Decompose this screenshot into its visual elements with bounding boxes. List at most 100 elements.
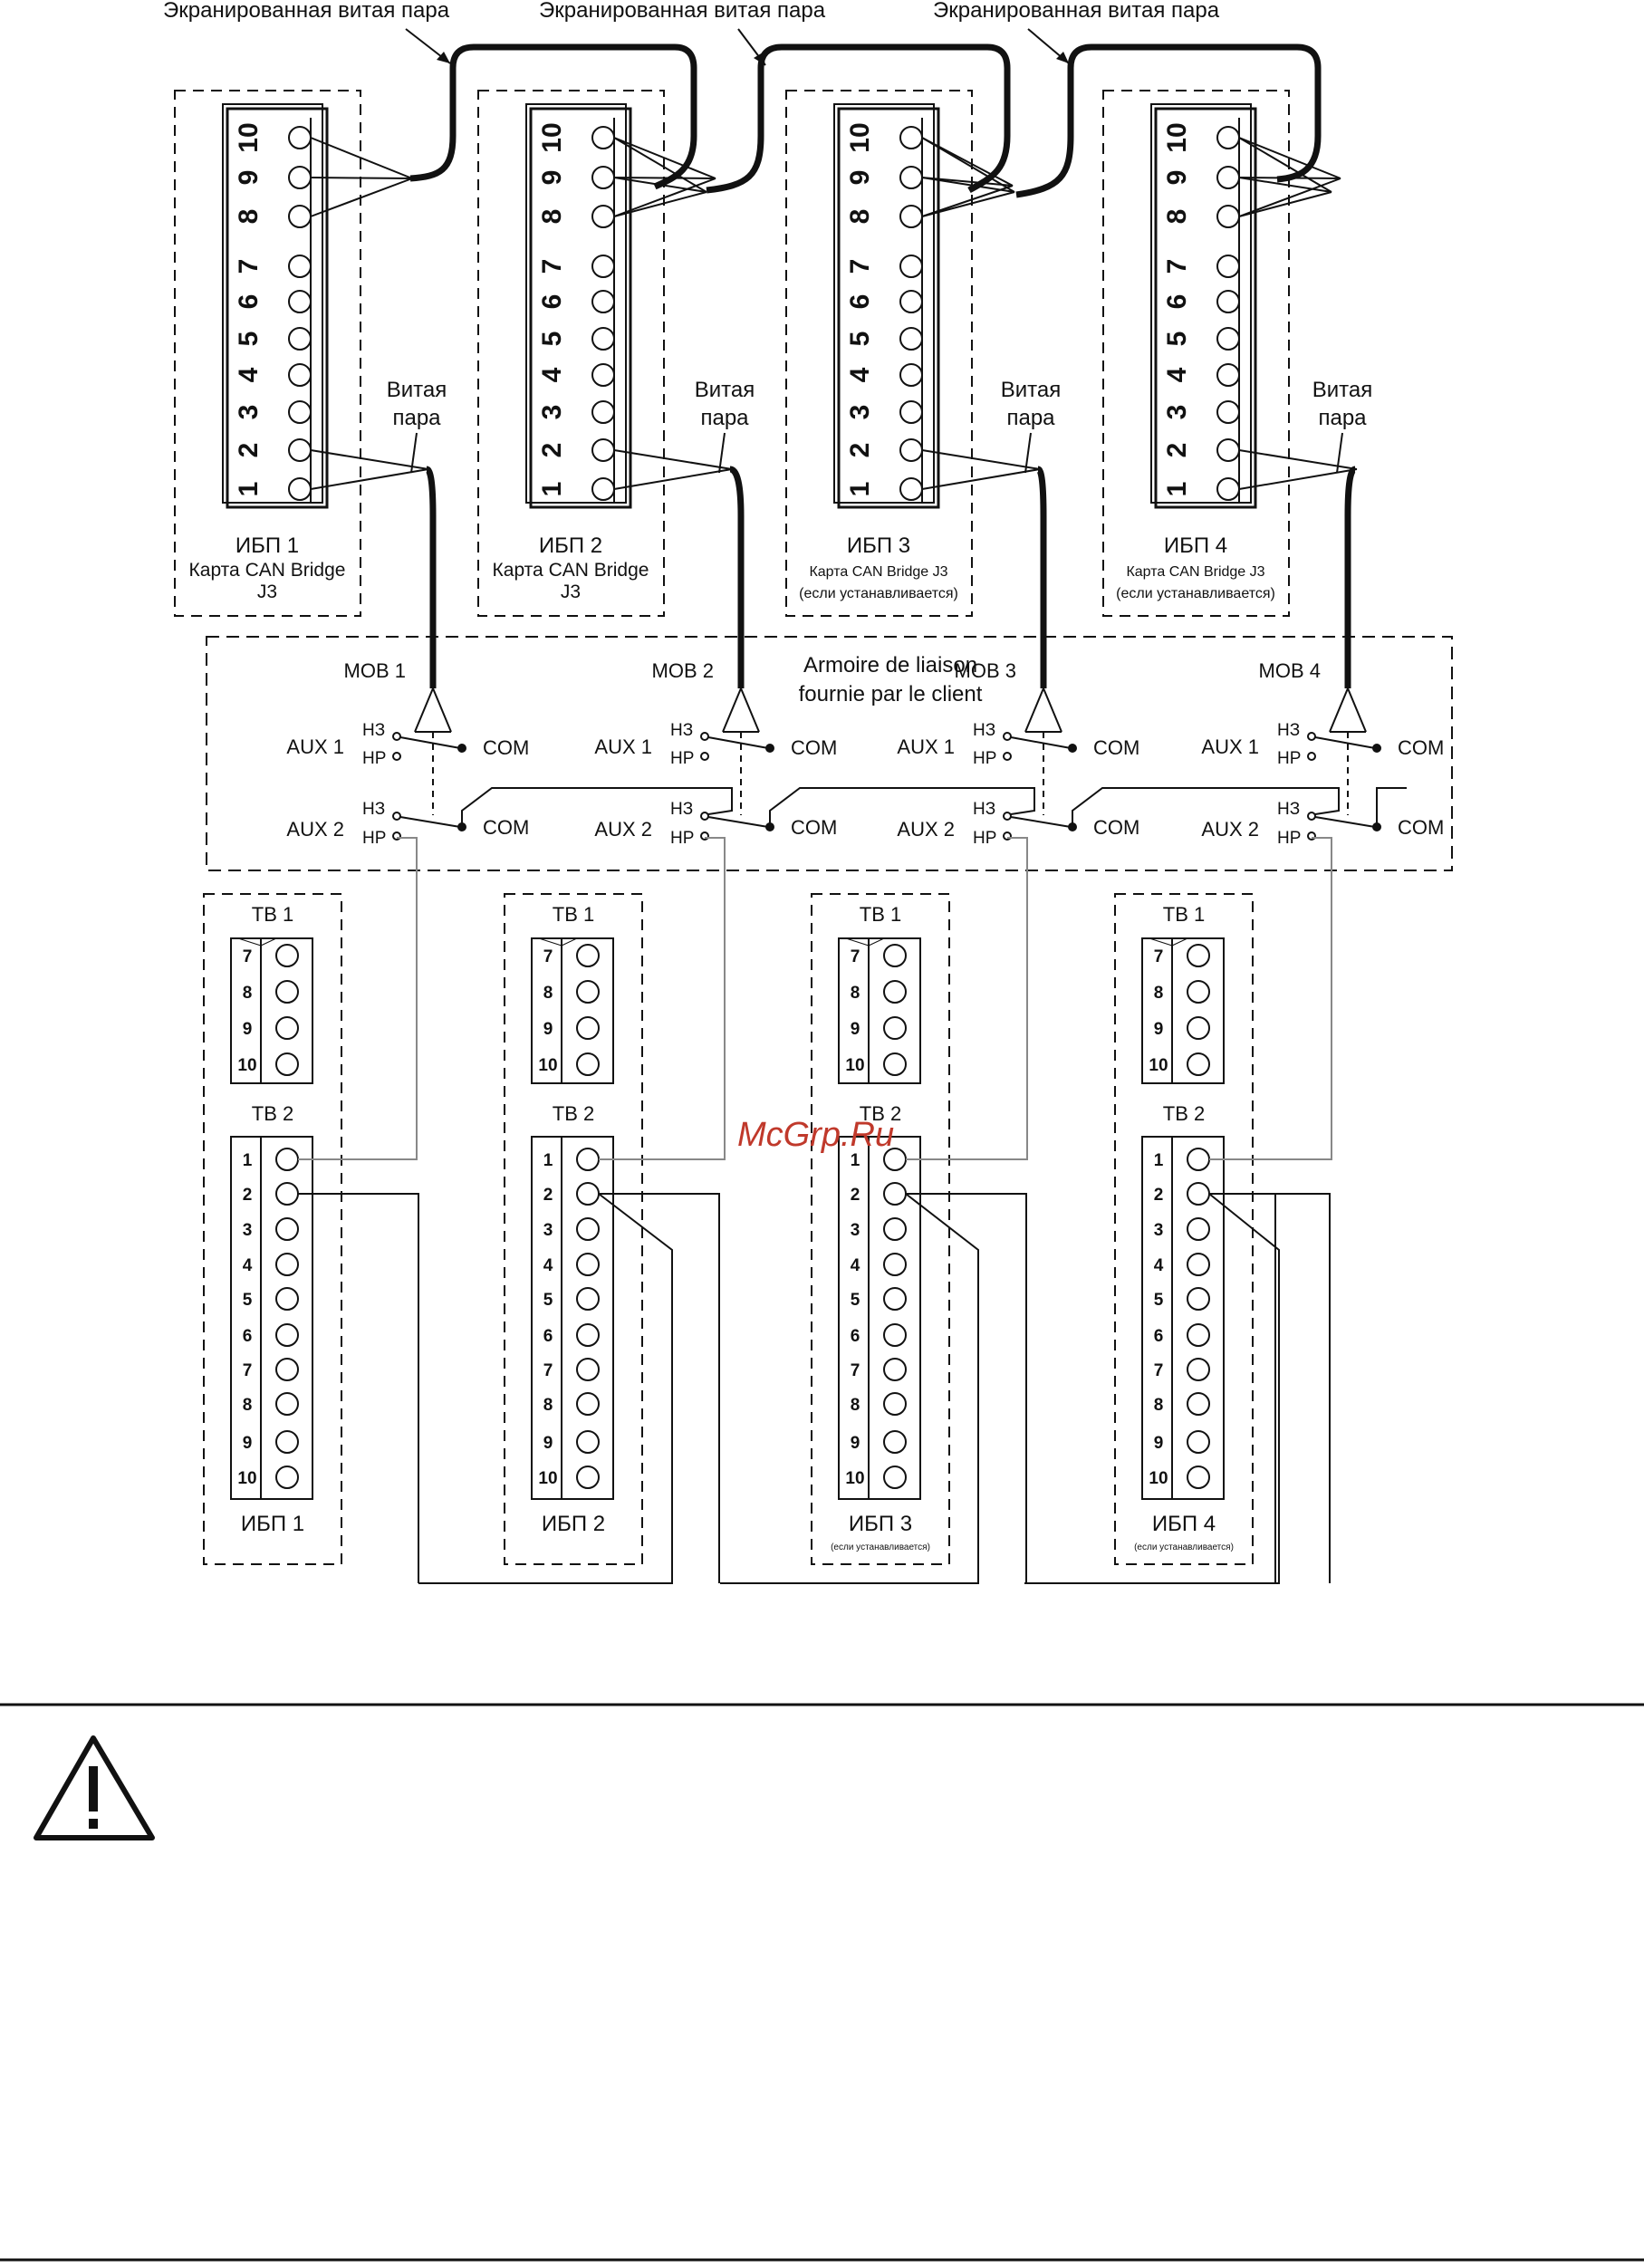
card-title: ИБП 1 (236, 533, 299, 558)
j3-pin-terminal (899, 126, 923, 149)
com-label: COM (1398, 736, 1444, 759)
tb2-pin-label: 1 (851, 1151, 860, 1170)
j3-pin-terminal (591, 400, 615, 424)
tb1-label: TB 1 (860, 903, 901, 926)
tb2-label: TB 2 (252, 1102, 293, 1125)
j3-pin-terminal (1216, 290, 1240, 313)
j3-pin-terminal (288, 166, 312, 189)
j3-pin-label: 5 (845, 332, 875, 347)
j3-pin-terminal (899, 166, 923, 189)
card-subtitle: Карта CAN Bridge (493, 560, 649, 581)
tb1-pin-label: 8 (851, 984, 860, 1003)
tb1-pin-label: 10 (237, 1056, 256, 1075)
j3-pin-label: 9 (845, 170, 875, 186)
card-subtitle: Карта CAN Bridge (189, 560, 346, 581)
tb1-pin-label: 7 (543, 947, 553, 966)
ups-terminal-label: ИБП 2 (542, 1512, 605, 1536)
j3-pin-terminal (288, 126, 312, 149)
j3-pin-label: 10 (1162, 122, 1192, 152)
ups-terminal-label: ИБП 3 (849, 1512, 912, 1536)
j3-pin-label: 4 (537, 367, 567, 382)
j3-pin-terminal (899, 400, 923, 424)
nc-label: НЗ (362, 721, 385, 740)
tb1-pin-label: 10 (1149, 1056, 1168, 1075)
tb2-pin-label: 8 (543, 1396, 553, 1415)
twisted-pair-label: Витая (695, 378, 755, 402)
no-label: НР (362, 829, 386, 848)
card-title: ИБП 3 (847, 533, 910, 558)
twisted-pair-label: Витая (387, 378, 447, 402)
shielded-pair-label-3: Экранированная витая пара (933, 0, 1220, 23)
no-label: НР (973, 749, 996, 768)
tb2-pin-label: 1 (1154, 1151, 1164, 1170)
tb2-pin-label: 2 (1154, 1186, 1164, 1205)
aux1-label: AUX 1 (1201, 735, 1259, 758)
tb2-pin-label: 9 (1154, 1434, 1164, 1453)
tb2-pin-label: 7 (1154, 1361, 1164, 1380)
aux2-label: AUX 2 (594, 818, 652, 841)
j3-pin-label: 7 (1162, 259, 1192, 274)
no-label: НР (1277, 829, 1301, 848)
tb2-pin-label: 3 (851, 1221, 860, 1240)
j3-pin-label: 9 (234, 170, 264, 186)
j3-pin-label: 3 (1162, 405, 1192, 420)
j3-pin-label: 7 (845, 259, 875, 274)
tb1-pin-label: 7 (851, 947, 860, 966)
tb2-pin-label: 9 (243, 1434, 253, 1453)
j3-pin-terminal (899, 327, 923, 351)
no-label: НР (1277, 749, 1301, 768)
nc-label: НЗ (670, 721, 693, 740)
j3-pin-terminal (1216, 363, 1240, 387)
j3-pin-label: 5 (234, 332, 264, 347)
j3-pin-terminal (1216, 400, 1240, 424)
card-subtitle-2: (если устанавливается) (799, 586, 958, 601)
tb2-label: TB 2 (553, 1102, 594, 1125)
tb1-pin-label: 9 (243, 1020, 253, 1039)
customer-cabinet: Armoire de liaison fournie par le client (206, 636, 1453, 871)
j3-pin-terminal (591, 327, 615, 351)
cabinet-title-line1: Armoire de liaison (803, 653, 977, 678)
tb1-pin-label: 9 (1154, 1020, 1164, 1039)
com-label: COM (791, 736, 837, 759)
tb2-pin-label: 8 (1154, 1396, 1164, 1415)
j3-pin-terminal (288, 205, 312, 228)
tb2-pin-label: 6 (851, 1327, 860, 1346)
shielded-pair-label-1: Экранированная витая пара (163, 0, 450, 23)
j3-pin-label: 2 (845, 443, 875, 458)
twisted-pair-label: Витая (1001, 378, 1061, 402)
j3-pin-label: 3 (537, 405, 567, 420)
twisted-pair-label: пара (1006, 406, 1055, 430)
mob-label: MOB 4 (1259, 659, 1321, 682)
j3-pin-label: 6 (234, 294, 264, 310)
cabinet-title-line2: fournie par le client (799, 682, 983, 706)
tb2-pin-label: 5 (851, 1291, 860, 1310)
j3-pin-terminal (899, 290, 923, 313)
interconnect-wires (298, 837, 1332, 1584)
com-label: COM (483, 816, 529, 839)
nc-label: НЗ (973, 721, 995, 740)
j3-pin-label: 4 (1162, 367, 1192, 382)
tb2-pin-label: 9 (851, 1434, 860, 1453)
mob-label: MOB 2 (652, 659, 714, 682)
optional-note: (если устанавливается) (1134, 1542, 1234, 1552)
nc-label: НЗ (362, 800, 385, 819)
j3-pin-terminal (288, 327, 312, 351)
tb2-pin-label: 8 (851, 1396, 860, 1415)
j3-pin-label: 2 (537, 443, 567, 458)
j3-pin-label: 5 (537, 332, 567, 347)
aux1-label: AUX 1 (594, 735, 652, 758)
j3-pin-terminal (899, 477, 923, 501)
j3-pin-terminal (899, 205, 923, 228)
tb2-pin-label: 4 (851, 1256, 860, 1275)
j3-pin-label: 6 (845, 294, 875, 310)
j3-pin-terminal (288, 438, 312, 462)
j3-pin-label: 7 (537, 259, 567, 274)
tb2-pin-label: 4 (243, 1256, 253, 1275)
